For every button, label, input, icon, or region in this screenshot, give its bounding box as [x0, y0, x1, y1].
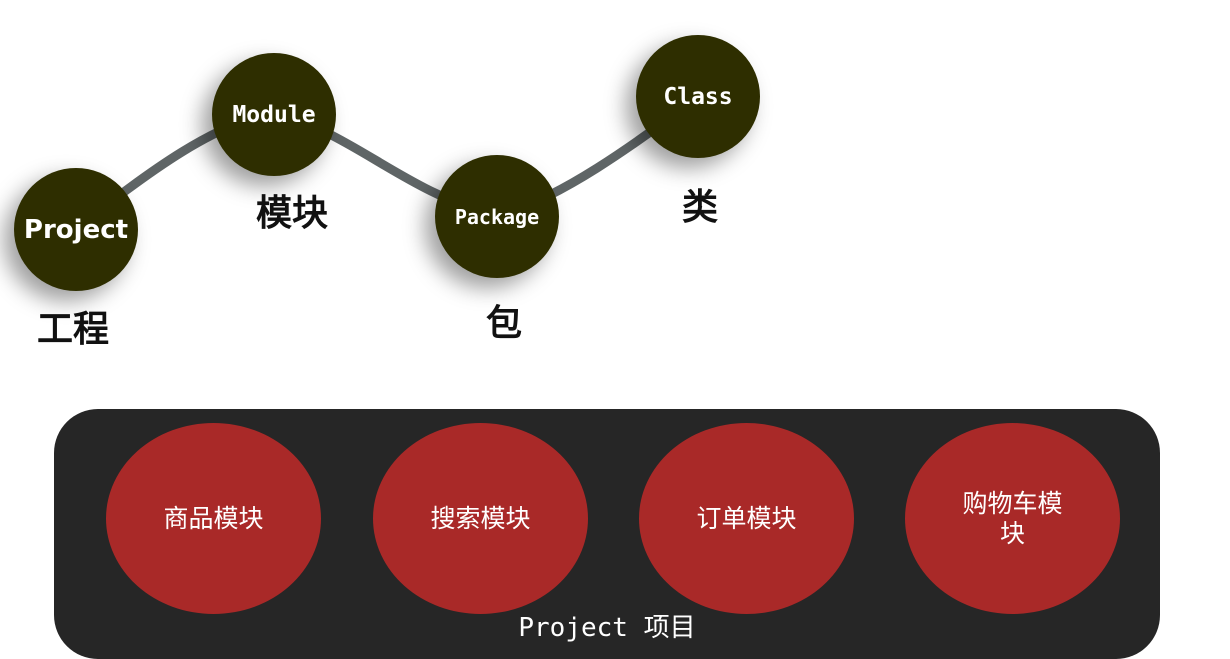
project-caption: 工程	[37, 309, 110, 350]
module-oval-label: 商品模块	[163, 503, 264, 533]
project-panel-title: Project 项目	[518, 613, 696, 643]
module-oval-orders: 订单模块	[639, 423, 854, 614]
class-caption: 类	[682, 187, 719, 228]
module-oval-search: 搜索模块	[373, 423, 588, 614]
project-panel: 商品模块 搜索模块 订单模块 购物车模块 Project 项目	[54, 409, 1160, 659]
module-oval-label: 购物车模块	[962, 488, 1063, 548]
module-oval-label: 订单模块	[696, 503, 797, 533]
module-oval-cart: 购物车模块	[905, 423, 1120, 614]
class-node: Class	[636, 35, 760, 158]
package-node: Package	[435, 155, 559, 278]
package-node-label: Package	[454, 204, 540, 229]
module-node: Module	[212, 53, 336, 176]
project-node: Project	[14, 168, 138, 291]
module-oval-products: 商品模块	[106, 423, 321, 614]
module-node-label: Module	[232, 101, 316, 128]
package-caption: 包	[486, 303, 523, 344]
module-caption: 模块	[256, 193, 329, 234]
class-node-label: Class	[663, 83, 733, 110]
project-node-label: Project	[23, 214, 129, 245]
module-oval-label: 搜索模块	[430, 503, 531, 533]
